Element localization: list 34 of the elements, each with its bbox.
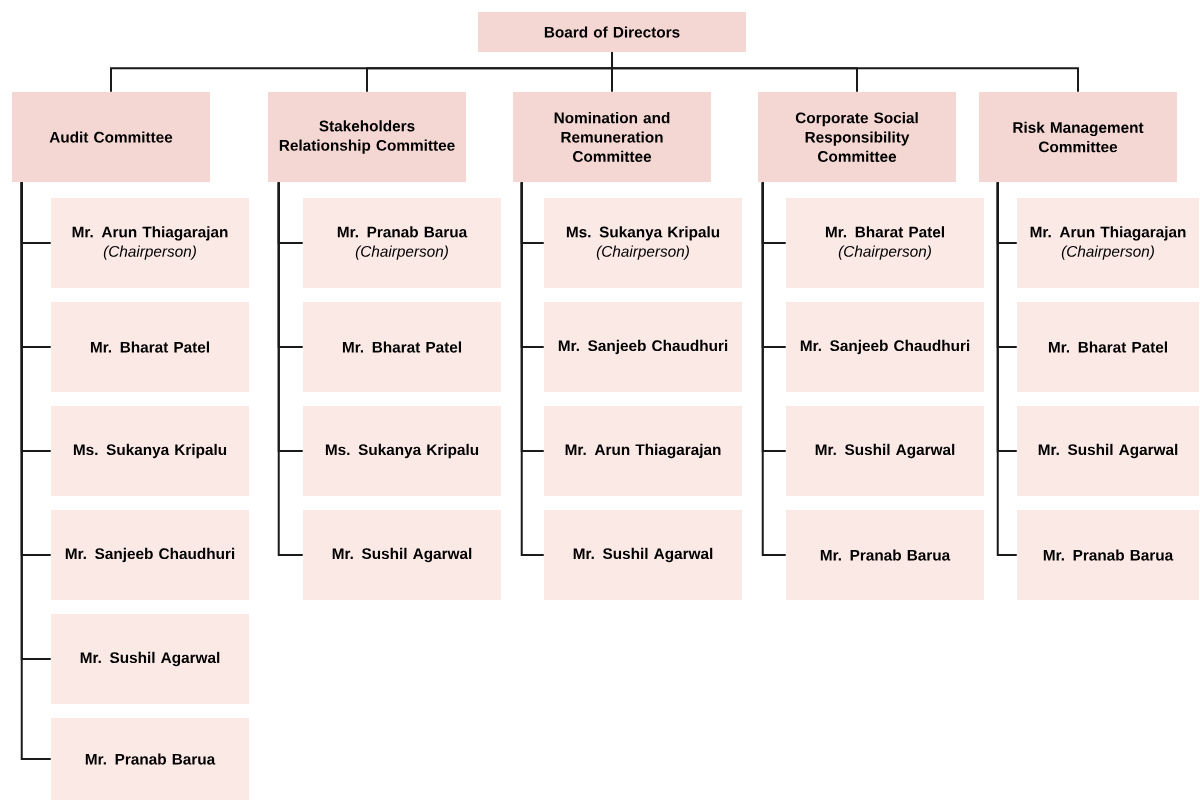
member-box: Mr. Sushil Agarwal: [303, 510, 501, 600]
member-box: Mr. Arun Thiagarajan (Chairperson): [1017, 198, 1199, 288]
committee-box: Stakeholders Relationship Committee: [268, 92, 466, 182]
member-box: Mr. Pranab Barua: [1017, 510, 1199, 600]
member-box: Mr. Sushil Agarwal: [1017, 406, 1199, 496]
member-box: Mr. Sushil Agarwal: [51, 614, 249, 704]
member-box: Mr. Arun Thiagarajan (Chairperson): [51, 198, 249, 288]
connector-line: [996, 181, 1018, 556]
connector-line: [611, 51, 1079, 93]
board-box: Board of Directors: [478, 12, 746, 52]
member-box: Mr. Bharat Patel: [303, 302, 501, 392]
member-box: Mr. Arun Thiagarajan: [544, 406, 742, 496]
connector-line: [20, 181, 52, 760]
member-box: Ms. Sukanya Kripalu (Chairperson): [544, 198, 742, 288]
member-box: Mr. Sanjeeb Chaudhuri: [786, 302, 984, 392]
member-box: Mr. Pranab Barua: [51, 718, 249, 800]
member-box: Mr. Pranab Barua (Chairperson): [303, 198, 501, 288]
member-box: Mr. Bharat Patel (Chairperson): [786, 198, 984, 288]
member-box: Mr. Sushil Agarwal: [544, 510, 742, 600]
committee-box: Risk Management Committee: [979, 92, 1177, 182]
member-box: Ms. Sukanya Kripalu: [51, 406, 249, 496]
member-box: Mr. Sushil Agarwal: [786, 406, 984, 496]
connector-line: [761, 181, 787, 556]
committee-box: Nomination and Remuneration Committee: [513, 92, 711, 182]
member-box: Mr. Pranab Barua: [786, 510, 984, 600]
committee-box: Corporate Social Responsibility Committee: [758, 92, 956, 182]
connector-line: [277, 181, 304, 556]
member-box: Mr. Sanjeeb Chaudhuri: [544, 302, 742, 392]
member-box: Ms. Sukanya Kripalu: [303, 406, 501, 496]
connector-line: [520, 181, 545, 556]
member-box: Mr. Bharat Patel: [51, 302, 249, 392]
member-box: Mr. Sanjeeb Chaudhuri: [51, 510, 249, 600]
committee-box: Audit Committee: [12, 92, 210, 182]
member-box: Mr. Bharat Patel: [1017, 302, 1199, 392]
